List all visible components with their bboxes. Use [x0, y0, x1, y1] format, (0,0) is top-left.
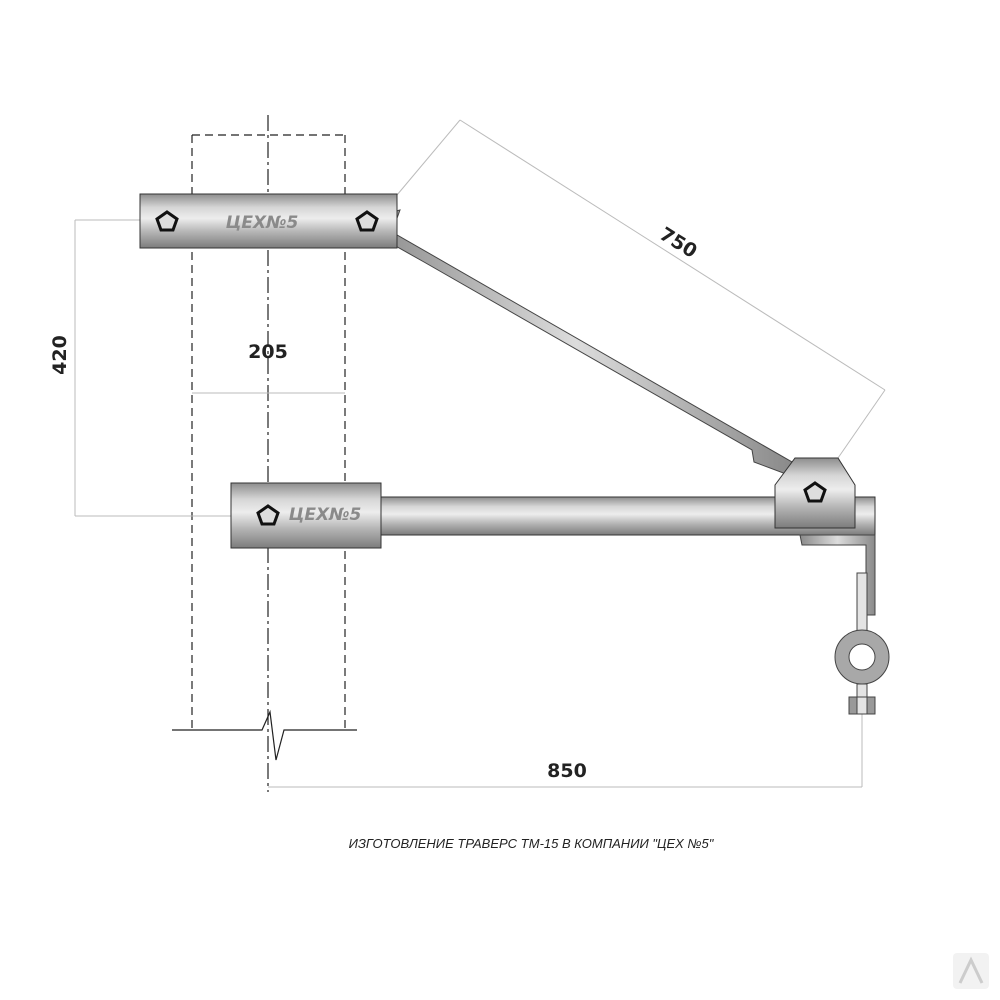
column-outline [191, 134, 346, 730]
dimension-label-850: 850 [547, 760, 587, 782]
lower-clamp-tube [230, 482, 382, 549]
break-line [172, 709, 357, 761]
bolt-icon [355, 210, 379, 232]
dimension-850 [268, 714, 863, 788]
dimension-label-205: 205 [248, 341, 288, 363]
logo-lower: ЦЕХ№5 [289, 505, 362, 525]
hanger-stem-lower [856, 696, 868, 715]
bolt-icon [256, 504, 280, 526]
diagonal-strut [359, 209, 793, 475]
dimension-750 [396, 119, 886, 459]
watermark-logo [953, 953, 989, 989]
dimension-label-750: 750 [656, 223, 701, 263]
caption: ИЗГОТОВЛЕНИЕ ТРАВЕРС ТМ-15 В КОМПАНИИ "Ц… [349, 836, 715, 851]
logo-upper: ЦЕХ№5 [226, 213, 299, 233]
bolt-icon [155, 210, 179, 232]
upper-clamp-tube [139, 193, 398, 249]
dimension-420 [74, 219, 231, 517]
ring-hole [848, 643, 876, 671]
dimension-label-420: 420 [49, 335, 71, 375]
bolt-icon [803, 481, 827, 503]
